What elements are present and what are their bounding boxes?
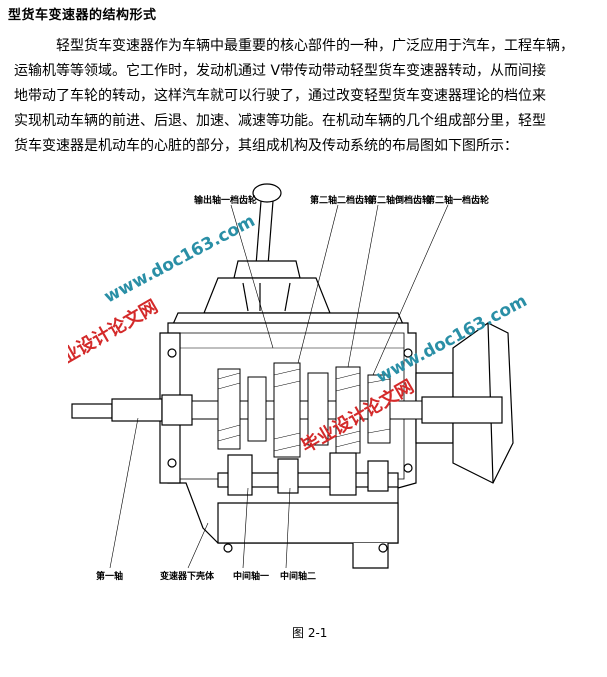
paragraph-line: 运输机等等领域。它工作时，发动机通过 V带传动带动轻型货车变速器转动，从而间接 bbox=[14, 63, 547, 79]
leader-lines bbox=[109, 204, 449, 569]
input-shaft bbox=[71, 394, 193, 426]
label-second-shaft-reverse-gear: 第二轴倒档齿轮 bbox=[368, 194, 431, 206]
paragraph-line: 轻型货车变速器作为车辆中最重要的核心部件的一种，广泛应用于汽车，工程车辆， bbox=[56, 38, 574, 54]
countershaft bbox=[217, 452, 399, 496]
main-shaft-gears bbox=[217, 362, 391, 458]
paragraph-line: 货车变速器是机动车的心脏的部分，其组成机构及传动系统的布局图如下图所示： bbox=[14, 138, 518, 154]
label-countershaft-two: 中间轴二 bbox=[280, 570, 316, 582]
gearbox-cross-section-figure: 输出轴一档齿轮 第二轴二档齿轮 第二轴倒档齿轮 第二轴一档齿轮 第一轴 变速器下… bbox=[68, 183, 531, 582]
section-heading: 型货车变速器的结构形式 bbox=[8, 8, 157, 23]
paragraph-line: 地带动了车轮的转动，这样汽车就可以行驶了，通过改变轻型货车变速器理论的档位来 bbox=[14, 88, 546, 104]
label-output-shaft-first-gear: 输出轴一档齿轮 bbox=[194, 194, 257, 206]
paragraph-line: 实现机动车辆的前进、后退、加速、减速等功能。在机动车辆的几个组成部分里，轻型 bbox=[14, 113, 546, 129]
watermark-site: 毕业设计论文网 bbox=[68, 295, 162, 377]
output-shaft bbox=[421, 396, 503, 424]
label-second-shaft-second-gear: 第二轴二档齿轮 bbox=[310, 194, 373, 206]
label-lower-housing: 变速器下壳体 bbox=[160, 570, 215, 582]
bolts bbox=[167, 348, 413, 553]
lower-housing bbox=[217, 502, 399, 544]
label-second-shaft-first-gear: 第二轴一档齿轮 bbox=[426, 194, 489, 206]
gear-teeth-hatch bbox=[217, 368, 391, 452]
label-countershaft-one: 中间轴一 bbox=[233, 570, 269, 582]
body-paragraph: 轻型货车变速器作为车辆中最重要的核心部件的一种，广泛应用于汽车，工程车辆， 运输… bbox=[14, 34, 594, 159]
label-first-shaft: 第一轴 bbox=[96, 570, 123, 582]
figure-caption: 图 2-1 bbox=[292, 626, 328, 640]
gear-lever bbox=[203, 183, 331, 314]
